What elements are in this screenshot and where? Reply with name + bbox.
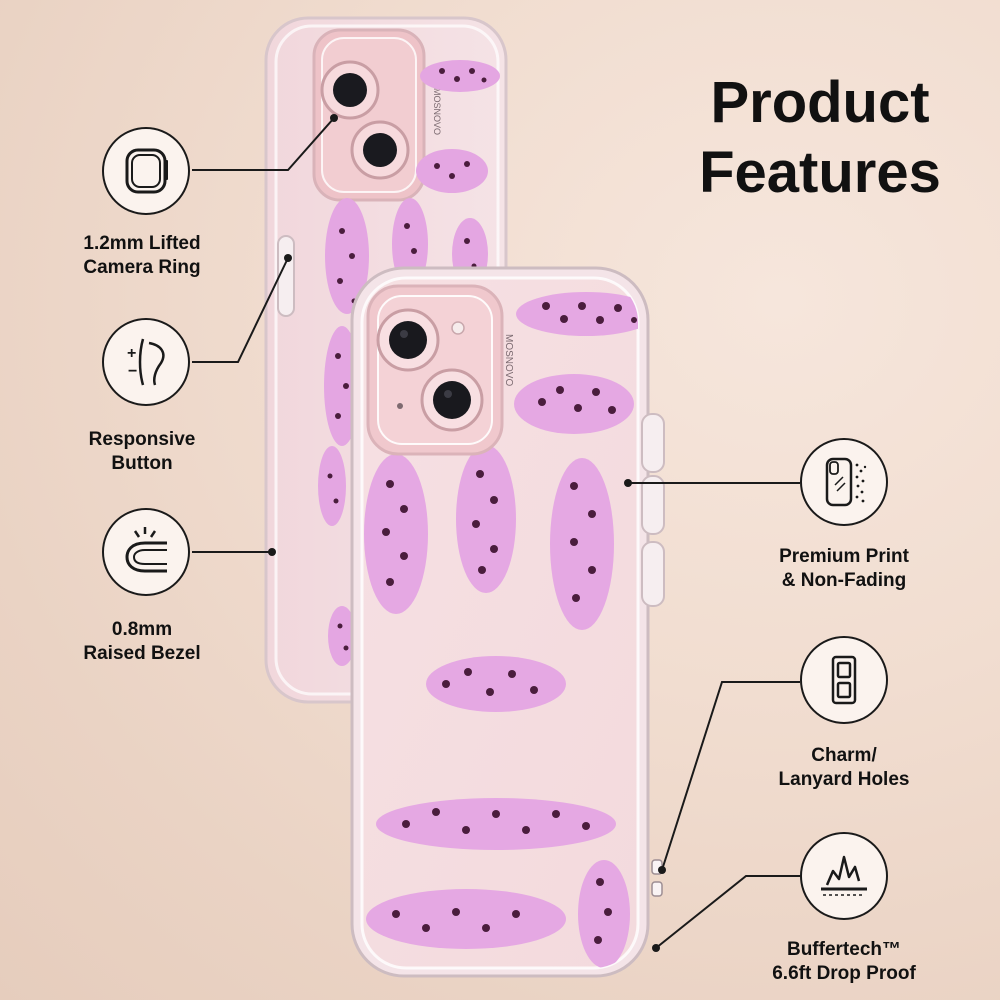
feature-label-camera-ring: 1.2mm Lifted Camera Ring xyxy=(83,233,201,278)
feature-label-print: Premium Print & Non-Fading xyxy=(779,546,909,591)
page-title-line2: Features xyxy=(699,140,941,205)
brand-mark-back: MOSNOVO xyxy=(432,88,442,135)
feature-label-drop: Buffertech™ 6.6ft Drop Proof xyxy=(772,939,916,984)
feature-label-button: Responsive Button xyxy=(88,429,196,474)
page-title: Product Features xyxy=(680,68,960,208)
phone-case-front-view: MOSNOVO xyxy=(346,264,672,980)
drop-proof-icon xyxy=(800,832,888,920)
premium-print-icon xyxy=(800,438,888,526)
lifted-camera-ring-icon xyxy=(102,127,190,215)
raised-bezel-icon xyxy=(102,508,190,596)
feature-label-charm: Charm/ Lanyard Holes xyxy=(778,745,910,790)
page-title-line1: Product xyxy=(710,70,930,135)
responsive-button-icon: + − xyxy=(102,318,190,406)
svg-text:−: − xyxy=(128,363,137,380)
feature-label-bezel: 0.8mm Raised Bezel xyxy=(83,619,201,664)
charm-lanyard-holes-icon xyxy=(800,636,888,724)
brand-mark-front: MOSNOVO xyxy=(503,334,514,386)
svg-text:+: + xyxy=(127,345,136,362)
